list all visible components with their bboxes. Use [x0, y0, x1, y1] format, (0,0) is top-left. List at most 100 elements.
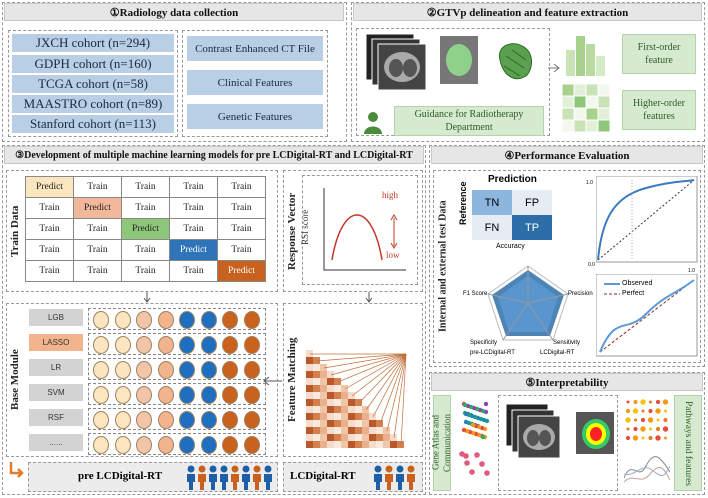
cohort-4: MAASTRO cohort (n=89): [12, 95, 174, 113]
person-icon: [242, 465, 250, 490]
prediction-circle: [179, 361, 195, 379]
person-icon: [407, 465, 415, 490]
arrow-to-features: [548, 63, 560, 73]
heatmap-cell: [313, 364, 320, 371]
heatmap-cell: [341, 420, 348, 427]
prediction-circle: [200, 361, 217, 379]
heatmap-cell: [313, 385, 320, 392]
heatmap-cell: [320, 420, 327, 427]
prediction-circle: [179, 411, 195, 429]
prediction-circle: [243, 411, 260, 429]
heatmap-cell: [334, 434, 341, 441]
heatmap-cell: [334, 399, 341, 406]
prediction-circle: [157, 411, 174, 429]
prediction-circle: [157, 386, 174, 404]
heatmap-cell: [313, 357, 320, 364]
heatmap-cell: [383, 441, 390, 448]
section-radiology: [2, 2, 347, 142]
matching-line: [400, 353, 407, 446]
heatmap-cell: [383, 427, 390, 434]
heatmap-cell: [313, 434, 320, 441]
prediction-circle: [222, 361, 238, 379]
section-performance: [429, 145, 705, 367]
dot-plot-dot: [655, 435, 661, 441]
person-icon: [385, 465, 393, 490]
feature-group: [182, 30, 328, 137]
communication-dot: [479, 461, 485, 467]
heatmap-cell: [327, 441, 334, 448]
prediction-circle: [200, 436, 217, 454]
heatmap-cell: [320, 385, 327, 392]
heatmap-cell: [355, 413, 362, 420]
prediction-circle: [114, 436, 131, 454]
feature-ct: Contrast Enhanced CT File: [187, 36, 323, 61]
people-icon-pre: [187, 465, 272, 490]
dot-plot-dot: [632, 408, 639, 414]
heatmap-cell: [320, 399, 327, 406]
section-models: [2, 145, 426, 495]
dot-plot-dot: [656, 418, 660, 422]
person-icon: [187, 465, 195, 490]
activation-heatmap-image: [576, 412, 614, 454]
atlas-dot: [463, 419, 469, 425]
dot-plot-dot: [648, 435, 653, 441]
prediction-circle: [136, 411, 152, 429]
heatmap-cell: [306, 350, 313, 357]
matching-line: [351, 353, 407, 397]
dot-plot-dot: [626, 400, 630, 404]
ct-stack-image: [366, 34, 427, 91]
grid-cell-train: Train: [73, 239, 122, 261]
prediction-circle: [179, 386, 195, 404]
grid-cell-train: Train: [25, 218, 74, 240]
heatmap-cell: [306, 413, 313, 420]
dot-plot-dot: [648, 408, 653, 414]
dot-plot-dot: [664, 436, 667, 440]
heatmap-cell: [334, 406, 341, 413]
grid-cell-train: Train: [169, 260, 218, 282]
section1-title: ①Radiology data collection: [4, 3, 344, 21]
heatmap-cell: [334, 385, 341, 392]
train-data-label: Train Data: [9, 205, 21, 257]
atlas-dot: [483, 401, 489, 407]
heatmap-cell: [341, 427, 348, 434]
feature-genetic: Genetic Features: [187, 104, 323, 129]
prediction-circle: [222, 411, 238, 429]
dot-plot-dot: [633, 399, 638, 405]
dot-plot-dot: [640, 399, 646, 405]
heatmap-cell: [306, 364, 313, 371]
heatmap-cell: [355, 441, 362, 448]
heatmap-cell: [327, 413, 334, 420]
cohort-2: GDPH cohort (n=160): [12, 55, 174, 73]
communication-dot: [469, 469, 475, 475]
heatmap-cell: [383, 434, 390, 441]
arrow-down-response: [365, 292, 373, 303]
dot-plot-dot: [655, 399, 661, 405]
heatmap-cell: [327, 434, 334, 441]
heatmap-cell: [313, 420, 320, 427]
heatmap-cell: [348, 399, 355, 406]
guidance-box: Guidance for Radiotherapy Department: [394, 106, 544, 136]
prediction-circle: [243, 436, 260, 454]
feature-histogram-icon: [566, 36, 605, 76]
lcdigital-label: LCDigital-RT: [290, 470, 356, 482]
heatmap-cell: [327, 399, 334, 406]
cell-atlas-icon: [459, 401, 490, 476]
prediction-circle: [93, 361, 109, 379]
legend-pre: pre-LCDigital-RT: [470, 350, 515, 356]
prediction-circle: [243, 386, 260, 404]
cohort-3: TCGA cohort (n=58): [12, 75, 174, 93]
prediction-circle: [243, 336, 260, 354]
calibration-chart: [596, 274, 698, 357]
observed-label: Observed: [622, 280, 653, 287]
base-module-label: Base Module: [9, 349, 21, 411]
section5-title: ⑤Interpretability: [431, 373, 703, 391]
grid-cell-train: Train: [73, 218, 122, 240]
prediction-circle: [222, 336, 238, 354]
prediction-circle: [114, 386, 131, 404]
prediction-circle: [114, 311, 131, 329]
heatmap-cell: [306, 378, 313, 385]
